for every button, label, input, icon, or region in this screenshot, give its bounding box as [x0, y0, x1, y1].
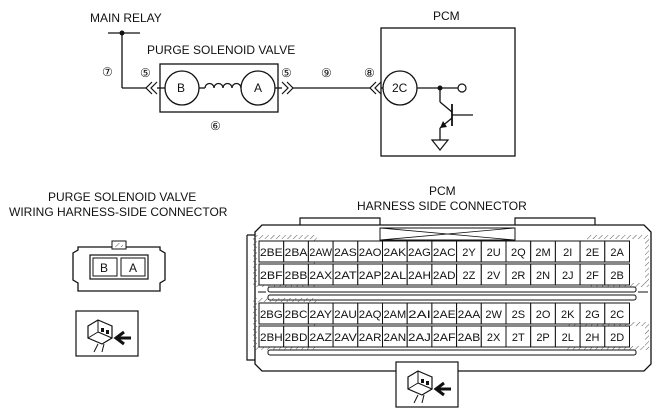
- callout-5-left: ⑤: [140, 66, 151, 80]
- pcm-pin-label-2ax: 2AX: [309, 270, 332, 282]
- solenoid-coil: [204, 82, 242, 89]
- pcm-pin-label-2aj: 2AJ: [408, 332, 431, 344]
- pcm-pin-label-2v: 2V: [487, 270, 501, 282]
- pcm-pin-label-2ah: 2AH: [408, 270, 431, 282]
- pcm-pin-label-2ao: 2AO: [359, 247, 382, 259]
- pcm-pin-label-2ac: 2AC: [433, 247, 456, 259]
- pcm-pin-label-2aq: 2AQ: [359, 309, 382, 321]
- purge-pin-b: B: [100, 261, 108, 275]
- terminal-a-label: A: [254, 81, 262, 95]
- pcm-pin-label-2f: 2F: [586, 270, 599, 282]
- callout-5-right: ⑤: [281, 66, 292, 80]
- pcm-pin-label-2bc: 2BC: [285, 309, 308, 321]
- pcm-connector-title-1: PCM: [429, 184, 456, 198]
- pcm-pin-label-2e: 2E: [586, 247, 599, 259]
- pcm-pin-label-2al: 2AL: [384, 270, 407, 282]
- pcm-pin-label-2ad: 2AD: [433, 270, 456, 282]
- pcm-pin-label-2d: 2D: [610, 332, 624, 344]
- pcm-pin-cell: [604, 263, 630, 286]
- pcm-pin-label-2x: 2X: [487, 332, 501, 344]
- pcm-top-label: PCM: [433, 9, 460, 23]
- pcm-pin-label-2bh: 2BH: [260, 332, 283, 344]
- ground-symbol: [430, 139, 450, 151]
- pcm-pin-label-2w: 2W: [485, 309, 502, 321]
- pcm-pin-label-2b: 2B: [610, 270, 623, 282]
- pcm-pin-label-2am: 2AM: [384, 309, 407, 321]
- pcm-pin-label-2k: 2K: [561, 309, 575, 321]
- pcm-connector-title-2: HARNESS SIDE CONNECTOR: [357, 199, 527, 213]
- pcm-pin-label-2i: 2I: [563, 247, 572, 259]
- pcm-pin-label-2bb: 2BB: [285, 270, 308, 282]
- callout-9: ⑨: [321, 66, 332, 80]
- pcm-pin-label-2ak: 2AK: [384, 247, 407, 259]
- pcm-pin-label-2g: 2G: [585, 309, 600, 321]
- pcm-pin-label-2af: 2AF: [433, 332, 456, 344]
- pcm-pin-label-2ag: 2AG: [408, 247, 431, 259]
- callout-7: ⑦: [102, 65, 113, 79]
- pcm-pin-label-2an: 2AN: [384, 332, 407, 344]
- pcm-pin-label-2q: 2Q: [511, 247, 526, 259]
- pcm-pin-cell: [604, 325, 630, 348]
- pcm-pin-cell: [604, 240, 630, 263]
- pcm-box: [380, 27, 516, 157]
- pcm-pin-label-2n: 2N: [536, 270, 550, 282]
- callout-8: ⑧: [364, 66, 375, 80]
- pcm-pin-label-2at: 2AT: [334, 270, 357, 282]
- pcm-pin-label-2j: 2J: [562, 270, 574, 282]
- purge-valve-label: PURGE SOLENOID VALVE: [147, 43, 295, 57]
- pcm-pin-label-2au: 2AU: [334, 309, 357, 321]
- pcm-pin-label-2y: 2Y: [462, 247, 476, 259]
- pcm-pin-label-2l: 2L: [562, 332, 574, 344]
- purge-valve-connector-view: PURGE SOLENOID VALVE WIRING HARNESS-SIDE…: [9, 190, 228, 357]
- pcm-pin-label-2c: 2C: [610, 309, 624, 321]
- pcm-pin-label-2bd: 2BD: [285, 332, 308, 344]
- connector-view-icon: [395, 361, 459, 408]
- pcm-pin-label-2h: 2H: [585, 332, 599, 344]
- pcm-pin-label-2r: 2R: [511, 270, 525, 282]
- pcm-pin-label-2ai: 2AI: [408, 309, 431, 321]
- pcm-pin-label-2s: 2S: [512, 309, 525, 321]
- pcm-pin-label-2ba: 2BA: [285, 247, 308, 259]
- pcm-pin-label-2m: 2M: [535, 247, 550, 259]
- pcm-pin-label-2aw: 2AW: [309, 247, 332, 259]
- purge-connector-body: [72, 246, 166, 292]
- pcm-pin-label-2ay: 2AY: [309, 309, 332, 321]
- pcm-pin-label-2z: 2Z: [463, 270, 476, 282]
- terminal-b-label: B: [177, 81, 185, 95]
- pcm-pin-label-2bg: 2BG: [260, 309, 283, 321]
- pcm-pin-label-2as: 2AS: [334, 247, 357, 259]
- pcm-pin-label-2ap: 2AP: [359, 270, 382, 282]
- pcm-pin-label-2av: 2AV: [334, 332, 357, 344]
- pcm-2c-label: 2C: [392, 81, 408, 95]
- pcm-pin-label-2be: 2BE: [260, 247, 283, 259]
- pcm-pin-cell: [604, 302, 630, 325]
- pcm-pin-label-2a: 2A: [610, 247, 624, 259]
- pcm-pin-label-2bf: 2BF: [260, 270, 283, 282]
- main-relay-label: MAIN RELAY: [90, 11, 162, 25]
- purge-connector-title-1: PURGE SOLENOID VALVE: [48, 190, 196, 204]
- pcm-pin-label-2az: 2AZ: [309, 332, 332, 344]
- pcm-pin-label-2o: 2O: [536, 309, 551, 321]
- pcm-pin-label-2p: 2P: [536, 332, 549, 344]
- purge-pin-a: A: [129, 261, 137, 275]
- pcm-pin-label-2t: 2T: [512, 332, 525, 344]
- callout-6: ⑥: [210, 119, 221, 133]
- purge-connector-title-2: WIRING HARNESS-SIDE CONNECTOR: [9, 205, 228, 219]
- pcm-pin-label-2ab: 2AB: [458, 332, 481, 344]
- pcm-pin-label-2ar: 2AR: [359, 332, 382, 344]
- pcm-pin-label-2ae: 2AE: [433, 309, 456, 321]
- schematic: MAIN RELAY ⑦ ⑤ PURGE SOLENOID VALVE B A …: [90, 9, 516, 157]
- pcm-pin-label-2u: 2U: [487, 247, 501, 259]
- pcm-pin-label-2aa: 2AA: [458, 309, 481, 321]
- connector-view-icon: [75, 310, 139, 357]
